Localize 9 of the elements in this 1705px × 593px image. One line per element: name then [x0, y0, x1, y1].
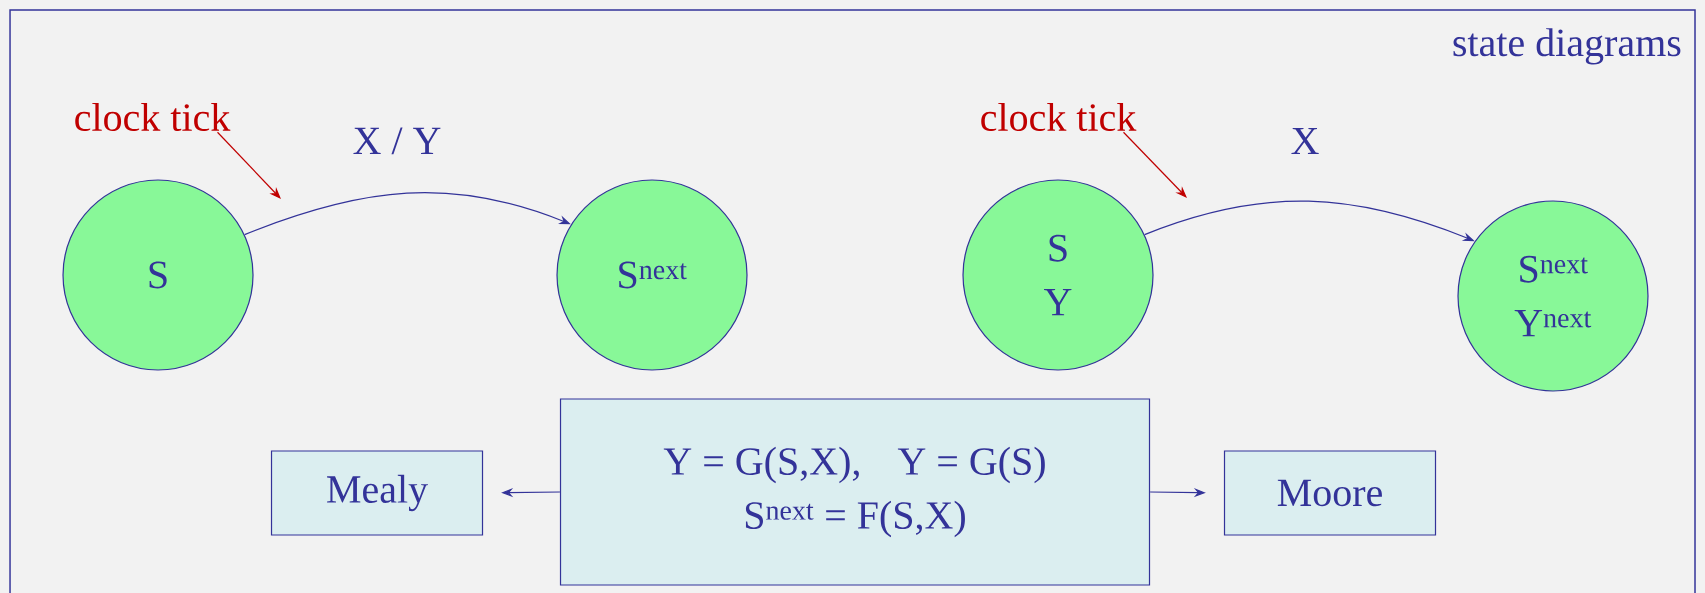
clock-tick-label: clock tick	[75, 102, 231, 132]
clock-tick-label: clock tick	[981, 102, 1137, 132]
equation-box: Y = G(S,X), Y = G(S) S$^{next}$ = F(S,X)	[559, 398, 1151, 586]
output-box: Moore	[1223, 450, 1437, 536]
output-box: Mealy	[270, 450, 484, 536]
leader-line	[216, 131, 281, 199]
edge-label: X / Y	[350, 125, 444, 157]
heading: state diagrams	[1453, 28, 1681, 65]
leader-line	[1122, 131, 1187, 198]
